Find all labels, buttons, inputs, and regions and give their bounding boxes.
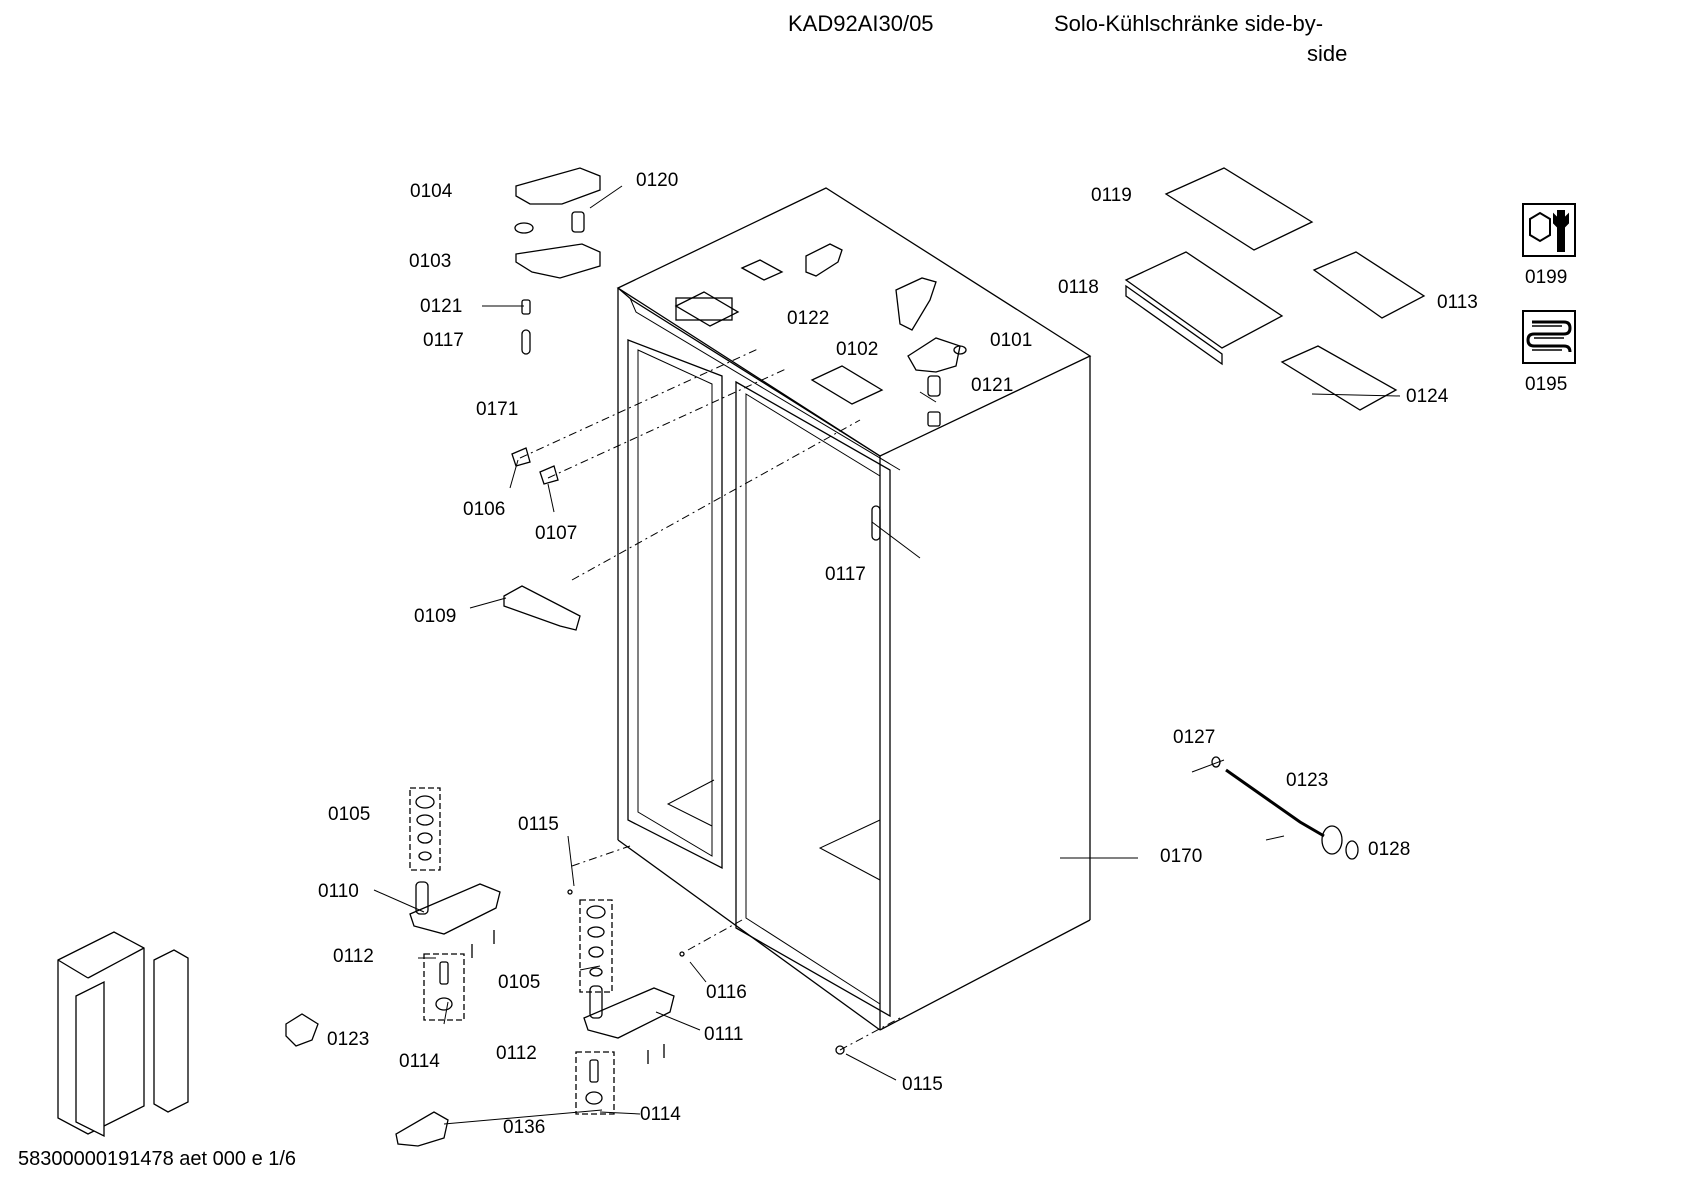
- part-label: 0106: [463, 499, 506, 520]
- cooling-coil-box: [1522, 310, 1576, 364]
- part-label: 0114: [640, 1104, 681, 1125]
- part-label: 0110: [318, 881, 359, 902]
- part-label: 0136: [503, 1117, 546, 1138]
- model-number: KAD92AI30/05: [788, 11, 934, 36]
- part-label: 0123: [327, 1029, 370, 1050]
- part-label: 0171: [476, 399, 519, 420]
- leader-lines: [373, 185, 1401, 1125]
- wrench-nut-icon: [1529, 210, 1569, 252]
- part-label: 0121: [420, 296, 463, 317]
- part-label: 0115: [902, 1074, 943, 1095]
- part-label: 0127: [1173, 727, 1216, 748]
- part-label: 0118: [1058, 277, 1099, 298]
- part-label: 0120: [636, 170, 679, 191]
- screws: [567, 889, 845, 1055]
- lower-hinge-assemblies: [285, 787, 675, 1147]
- part-label: 0195: [1525, 374, 1568, 395]
- part-label: 0113: [1437, 292, 1478, 313]
- cabinet-body: [616, 187, 1092, 1031]
- electronics-modules: [1124, 167, 1426, 411]
- part-label: 0115: [518, 814, 559, 835]
- part-label: 0116: [706, 982, 747, 1003]
- part-label: 0128: [1368, 839, 1411, 860]
- water-connection-parts: [1211, 756, 1359, 860]
- part-label: 0111: [704, 1024, 744, 1045]
- part-label: 0199: [1525, 267, 1568, 288]
- part-label: 0105: [328, 804, 371, 825]
- upper-left-hinge-parts: [503, 167, 601, 631]
- part-label: 0102: [836, 339, 879, 360]
- part-label: 0107: [535, 523, 578, 544]
- part-label: 0121: [971, 375, 1014, 396]
- document-code: 58300000191478 aet 000 e 1/6: [18, 1148, 297, 1170]
- part-label: 0109: [414, 606, 457, 627]
- part-label: 0114: [399, 1051, 440, 1072]
- part-label: 0103: [409, 251, 452, 272]
- assembly-guide-lines: [519, 347, 901, 1051]
- service-tool-box: [1522, 203, 1576, 257]
- part-label: 0170: [1160, 846, 1203, 867]
- part-label: 0122: [787, 308, 830, 329]
- part-label: 0124: [1406, 386, 1449, 407]
- upper-right-hinge-parts: [805, 243, 967, 541]
- part-label: 0112: [333, 946, 374, 967]
- packaging-box: [57, 931, 189, 1138]
- part-label: 0117: [825, 564, 866, 585]
- appliance-description-line1: Solo-Kühlschränke side-by-: [1054, 11, 1324, 36]
- part-label: 0105: [498, 972, 541, 993]
- part-label: 0101: [990, 330, 1033, 351]
- appliance-description-line2: side: [1307, 41, 1348, 66]
- part-label: 0123: [1286, 770, 1329, 791]
- part-label: 0119: [1091, 185, 1132, 206]
- condenser-coil-icon: [1526, 320, 1572, 353]
- part-label: 0117: [423, 330, 464, 351]
- part-label: 0104: [410, 181, 453, 202]
- part-label: 0112: [496, 1043, 537, 1064]
